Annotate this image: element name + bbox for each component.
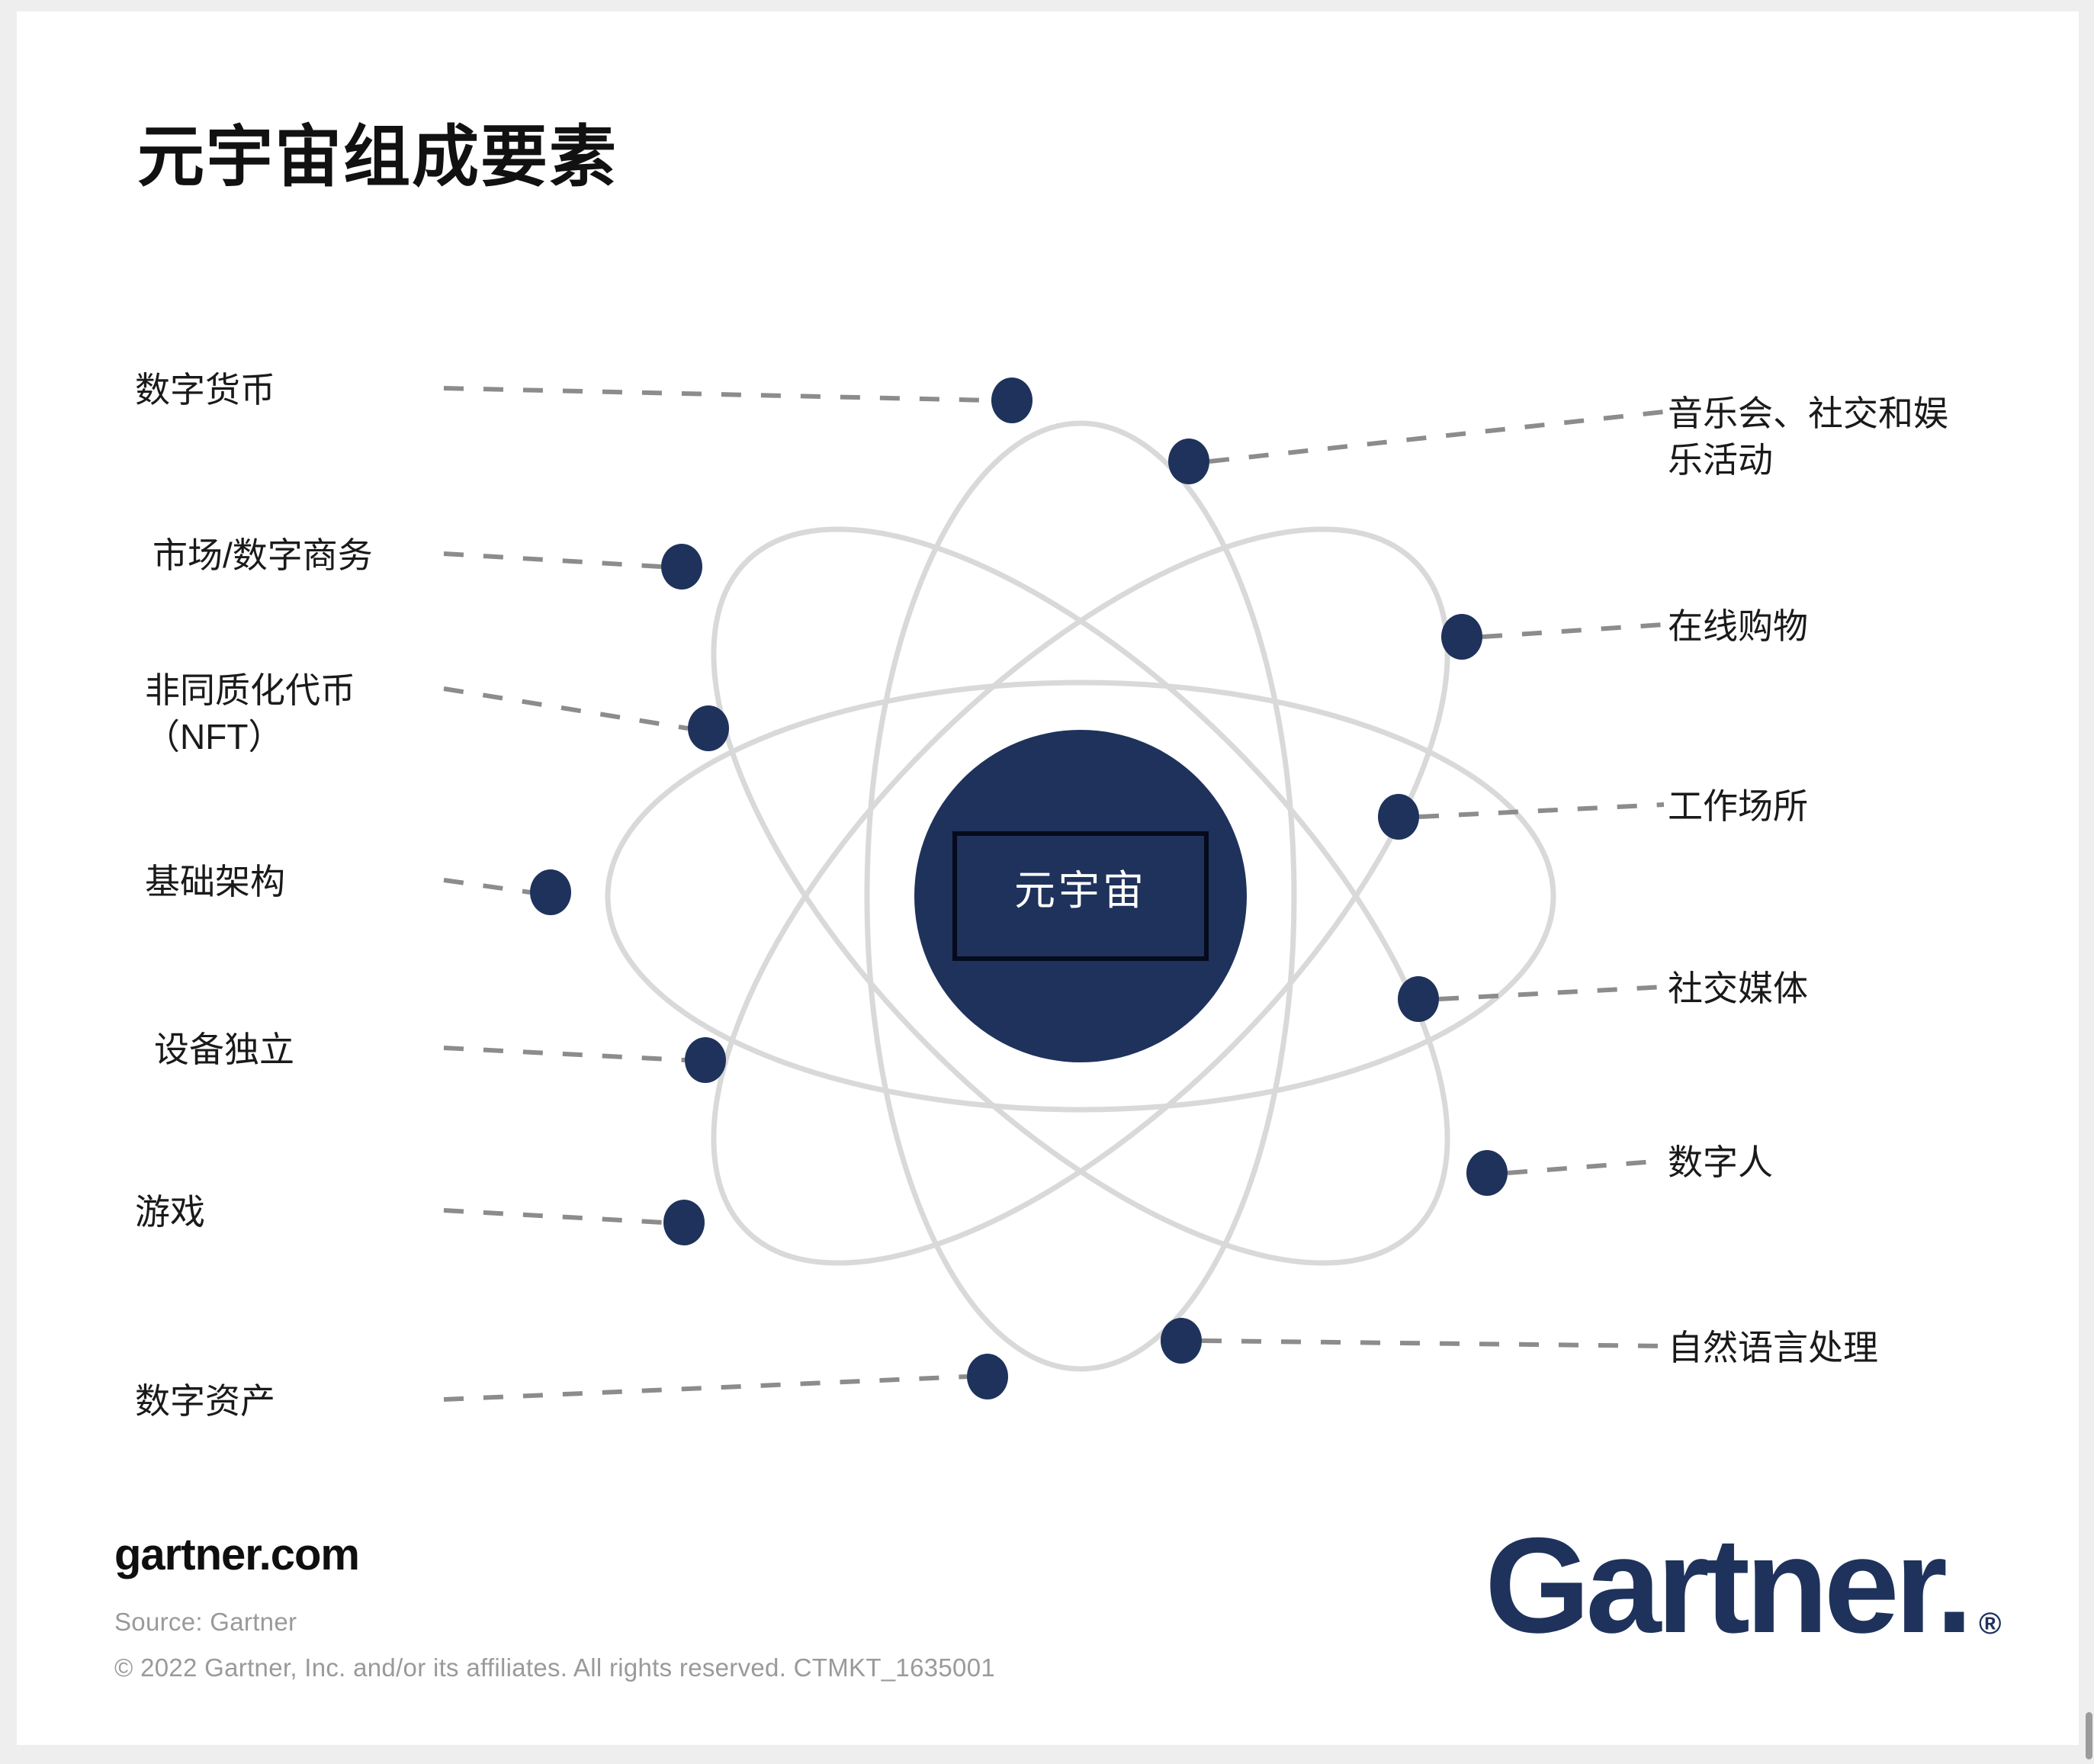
connector-line (1507, 1158, 1665, 1175)
center-hub-label: 元宇宙 (1014, 868, 1147, 914)
scrollbar-thumb[interactable] (2086, 1712, 2092, 1759)
orbit-node[interactable] (967, 1354, 1008, 1399)
center-hub-circle (914, 730, 1247, 1062)
orbit-node[interactable] (1168, 439, 1209, 484)
connector-line (443, 1374, 968, 1402)
orbit-node[interactable] (1441, 614, 1482, 660)
center-hub-box (952, 831, 1209, 961)
footer-source: Source: Gartner (114, 1608, 297, 1636)
node-label: 市场/数字商务 (153, 535, 373, 575)
connector-line (443, 386, 992, 403)
connector-line (1438, 985, 1665, 1001)
page-title: 元宇宙组成要素 (137, 119, 618, 194)
orbit-node[interactable] (1398, 976, 1439, 1022)
orbit-node[interactable] (1466, 1150, 1508, 1196)
orbit-group (605, 420, 1556, 1372)
node-label: 基础架构 (145, 862, 285, 901)
orbit-node[interactable] (1161, 1318, 1202, 1364)
orbit-0 (605, 680, 1556, 1113)
orbit-node[interactable] (661, 544, 702, 590)
node-label: 在线购物 (1668, 606, 1808, 646)
node-label: 音乐会、社交和娱 乐活动 (1668, 394, 1948, 480)
connector-line (443, 686, 689, 731)
connector-line (1209, 410, 1665, 464)
node-label: 工作场所 (1668, 786, 1808, 826)
node-group (530, 378, 1508, 1399)
orbit-45 (711, 526, 1450, 1266)
orbit-node[interactable] (530, 869, 571, 915)
connector-line (1418, 802, 1665, 819)
connector-line (443, 1046, 686, 1062)
orbit-node[interactable] (685, 1037, 726, 1083)
connector-group (443, 386, 1665, 1402)
connector-line (443, 551, 662, 569)
orbit-node[interactable] (688, 705, 729, 751)
orbit-node[interactable] (663, 1200, 705, 1245)
gartner-logo-text: Gartner. (1485, 1518, 1969, 1661)
connector-line (443, 878, 531, 895)
node-label: 数字资产 (135, 1381, 275, 1421)
node-label: 非同质化代币 （NFT） (145, 670, 355, 757)
node-label: 游戏 (135, 1192, 205, 1232)
gartner-logo: Gartner. ® (1485, 1518, 2001, 1661)
connector-line (1201, 1338, 1665, 1348)
registered-trademark-icon: ® (1979, 1607, 2001, 1640)
metaverse-atom-diagram (443, 378, 1665, 1402)
footer-website[interactable]: gartner.com (114, 1530, 360, 1579)
orbit-node[interactable] (991, 378, 1033, 423)
node-label: 数字人 (1668, 1142, 1773, 1182)
node-label: 设备独立 (154, 1030, 294, 1069)
connector-line (443, 1208, 664, 1225)
infographic-card: 元宇宙组成要素 元宇宙 数字货币音乐会、社交和娱 乐活动市场/数字商务在线购物非… (17, 11, 2079, 1745)
orbit-node[interactable] (1378, 794, 1419, 840)
orbit-135 (711, 526, 1450, 1266)
orbit-90 (864, 420, 1297, 1372)
connector-line (1482, 622, 1665, 639)
footer-copyright: © 2022 Gartner, Inc. and/or its affiliat… (114, 1653, 996, 1682)
node-label: 社交媒体 (1668, 969, 1808, 1008)
node-label: 数字货币 (135, 370, 275, 410)
node-label: 自然语言处理 (1668, 1328, 1878, 1367)
